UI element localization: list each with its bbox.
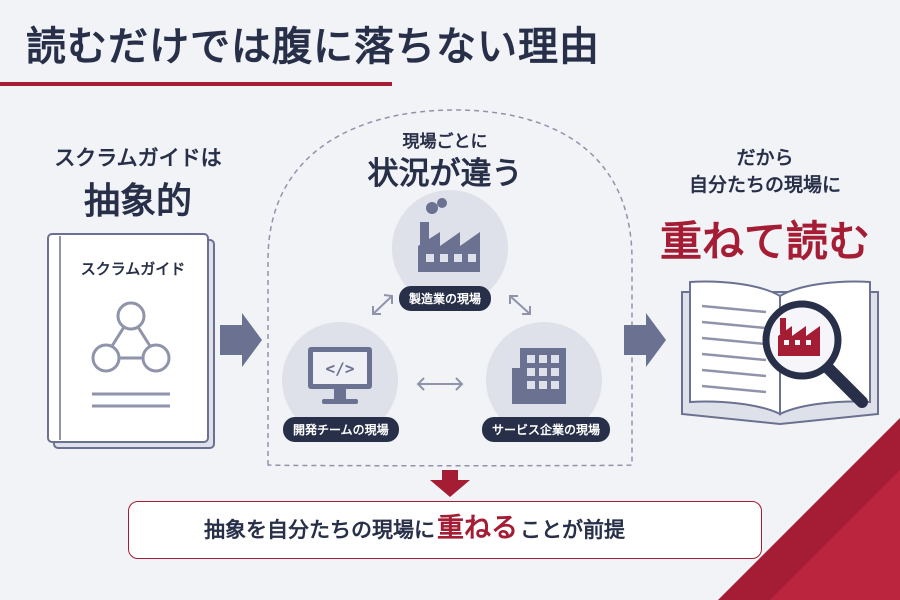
conclusion-before: 抽象を自分たちの現場に: [204, 518, 435, 542]
title-underline: [0, 82, 392, 86]
arrow-right-icon: [624, 313, 666, 367]
left-heading: 抽象的: [83, 181, 192, 222]
double-arrow-icon: [509, 295, 531, 315]
arrow-right-icon: [220, 313, 262, 367]
conclusion-text: 抽象を自分たちの現場に重ねることが前提: [204, 506, 625, 552]
context-boundary: [267, 109, 633, 467]
factory-icon: [418, 198, 480, 272]
right-subheading-2: 自分たちの現場に: [688, 174, 841, 196]
arrow-down-icon: [430, 470, 470, 497]
conclusion-highlight: 重ねる: [437, 513, 518, 544]
double-arrow-icon: [416, 377, 464, 391]
service-site-label: サービス企業の現場: [482, 417, 611, 442]
conclusion-box: [128, 501, 762, 559]
code-monitor-icon: </>: [308, 347, 372, 404]
center-subheading: 現場ごとに: [402, 132, 488, 152]
scrum-guide-book-icon: [47, 233, 215, 449]
svg-text:</>: </>: [326, 359, 355, 378]
center-heading: 状況が違う: [367, 156, 523, 192]
red-factory-icon: [778, 318, 820, 356]
office-building-icon: [512, 348, 566, 404]
page-title: 読むだけでは腹に落ちない理由: [26, 24, 600, 70]
right-heading: 重ねて読む: [659, 217, 870, 266]
development-site-label: 開発チームの現場: [283, 417, 399, 442]
book-label: スクラムガイド: [80, 260, 186, 278]
manufacturing-site-label: 製造業の現場: [399, 286, 492, 311]
right-subheading-1: だから: [736, 147, 794, 169]
corner-decoration-inner: [770, 470, 900, 600]
conclusion-after: ことが前提: [520, 518, 625, 542]
left-subheading: スクラムガイドは: [54, 146, 222, 170]
double-arrow-icon: [372, 294, 393, 315]
magnifier-icon: [762, 300, 868, 408]
